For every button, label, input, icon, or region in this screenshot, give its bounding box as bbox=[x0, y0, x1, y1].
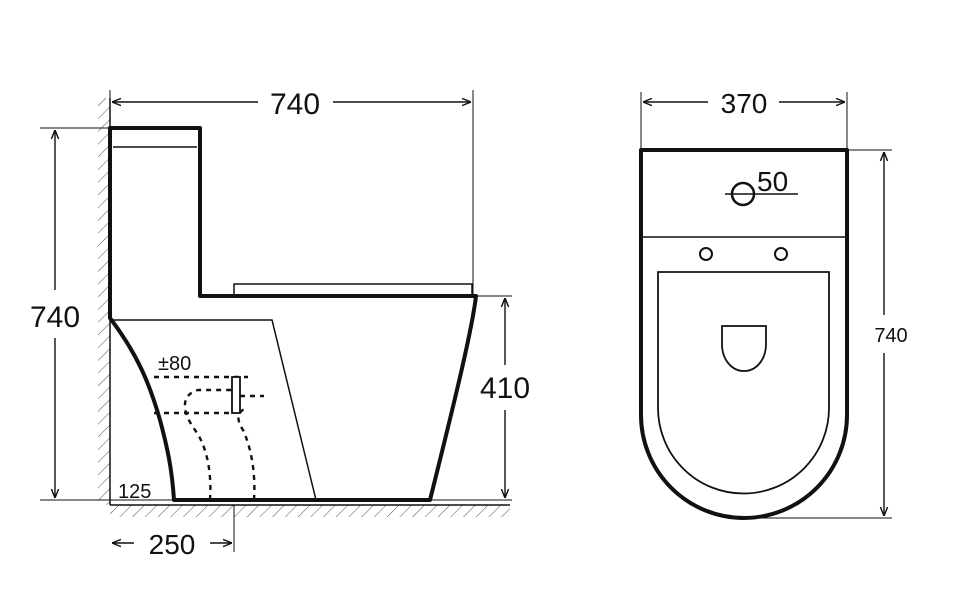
bowl-opening bbox=[721, 325, 767, 372]
toilet-outline bbox=[108, 126, 478, 502]
floor-hatch bbox=[110, 504, 510, 517]
dim-overall-height-label: 740 bbox=[30, 301, 80, 334]
dim-overall-length: 740 bbox=[109, 88, 474, 296]
dim-rough-in: 250 bbox=[112, 505, 235, 560]
outlet-flange bbox=[231, 376, 241, 414]
seat-hinge-hole-right bbox=[774, 247, 788, 261]
flush-hole-label: 50 bbox=[757, 166, 788, 197]
rough-in-offset-label: 125 bbox=[118, 481, 151, 503]
dim-rough-in-label: 250 bbox=[149, 529, 196, 560]
top-view: 50 370 740 bbox=[639, 88, 908, 520]
dim-overall-height: 740 bbox=[30, 127, 174, 501]
seat-outline bbox=[657, 271, 830, 495]
dim-top-length-label: 740 bbox=[874, 325, 907, 347]
dim-overall-length-label: 740 bbox=[270, 88, 320, 121]
dim-top-length: 740 bbox=[744, 149, 908, 519]
side-view: 740 740 410 ±80 125 250 bbox=[30, 88, 530, 560]
outlet-tolerance-label: ±80 bbox=[158, 353, 191, 375]
inner-base-line bbox=[113, 319, 317, 501]
seat-lid bbox=[233, 283, 473, 296]
flush-hole: 50 bbox=[725, 166, 798, 207]
dim-seat-height: 410 bbox=[430, 295, 530, 501]
dim-seat-height-label: 410 bbox=[480, 372, 530, 405]
dim-overall-width: 370 bbox=[640, 88, 848, 150]
seat-hinge-hole-left bbox=[699, 247, 713, 261]
dim-overall-width-label: 370 bbox=[721, 88, 768, 119]
